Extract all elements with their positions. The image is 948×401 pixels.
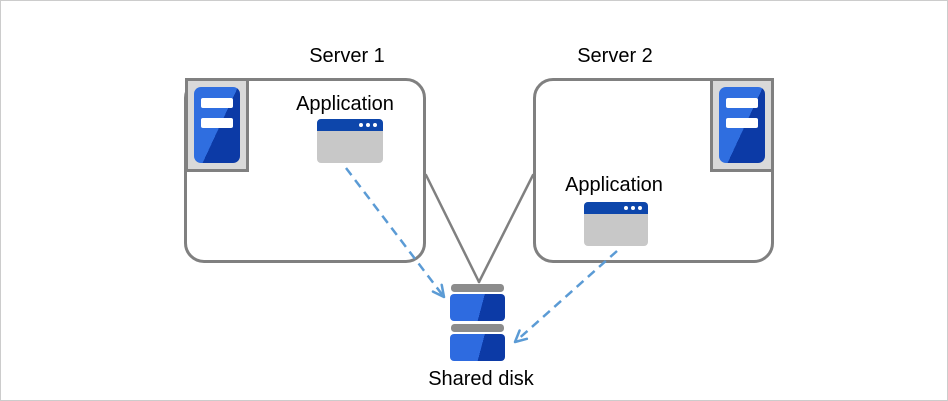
server1-tower-icon (185, 78, 249, 172)
server1-title: Server 1 (309, 45, 385, 67)
disk-unit (450, 334, 505, 361)
server-drive-slot (726, 118, 758, 128)
disk-unit (450, 294, 505, 321)
window-dot-icon (359, 123, 363, 127)
server2-title: Server 2 (577, 45, 653, 67)
server1-application-window-icon (317, 119, 383, 163)
window-dot-icon (373, 123, 377, 127)
server2-tower-icon (710, 78, 774, 172)
dashed-arrow-app2-to-disk (513, 250, 618, 344)
window-dot-icon (638, 206, 642, 210)
connector-server2-to-disk (477, 173, 535, 284)
server-tower-shape (194, 87, 240, 163)
server-drive-slot (201, 98, 233, 108)
server-tower-shape (719, 87, 765, 163)
server-drive-slot (201, 118, 233, 128)
server1-application-label: Application (296, 93, 394, 115)
connector-server1-to-disk (424, 173, 481, 284)
window-dot-icon (631, 206, 635, 210)
window-dot-icon (366, 123, 370, 127)
window-titlebar (317, 119, 383, 131)
shared-disk-icon (450, 284, 505, 361)
disk-cap (451, 324, 504, 332)
server2-application-label: Application (565, 174, 663, 196)
window-titlebar (584, 202, 648, 214)
server-drive-slot (726, 98, 758, 108)
disk-cap (451, 284, 504, 292)
window-dot-icon (624, 206, 628, 210)
shared-disk-label: Shared disk (428, 368, 534, 390)
server2-application-window-icon (584, 202, 648, 246)
